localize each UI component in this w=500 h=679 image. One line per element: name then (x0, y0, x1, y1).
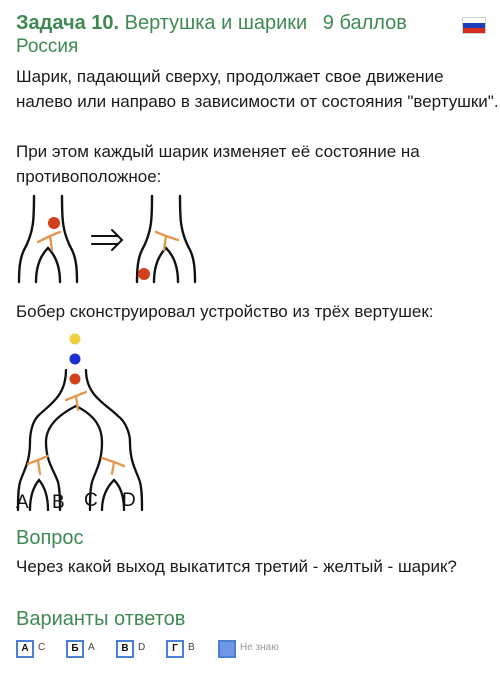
ball-yellow (69, 333, 81, 345)
ball-red-bottom (138, 268, 150, 280)
answer-dont-know-box[interactable] (218, 640, 236, 658)
answer-option-a-label: C (38, 642, 46, 653)
task-rule: При этом каждый шарик изменяет её состоя… (16, 142, 420, 186)
answer-option-a-key[interactable]: А (16, 640, 34, 658)
task-number: Задача 10. (16, 12, 120, 34)
device-spinners (26, 390, 126, 476)
output-label-d: D (122, 490, 136, 511)
device-diagram: A B C D (16, 333, 144, 512)
ball-red (69, 373, 81, 385)
ball-red-top (48, 217, 60, 229)
answers-heading: Варианты ответов (16, 608, 186, 630)
flag-stripe-white (463, 18, 485, 23)
russia-flag-icon (462, 17, 486, 34)
task-description: Шарик, падающий сверху, продолжает свое … (16, 67, 499, 111)
task-name: Вертушка и шарики (124, 12, 308, 34)
arrow-implies-icon (91, 229, 124, 251)
task-points: 9 баллов (322, 12, 407, 34)
output-label-b: B (52, 492, 65, 512)
spinner-transition-diagram (17, 194, 197, 284)
output-label-c: C (84, 490, 98, 511)
answer-dont-know-label: Не знаю (240, 642, 279, 653)
answer-option-c-key[interactable]: В (116, 640, 134, 658)
spinner-right (100, 456, 126, 476)
question-text: Через какой выход выкатится третий - жел… (16, 557, 457, 576)
ball-blue (69, 353, 81, 365)
answer-option-c-label: D (138, 642, 146, 653)
answer-option-b-label: A (88, 642, 95, 653)
device-pipes (16, 368, 144, 512)
spinner-left (26, 454, 50, 476)
answer-option-b-key[interactable]: Б (66, 640, 84, 658)
spinner-after (135, 194, 197, 284)
task-title: Задача 10. Вертушка и шарики 9 баллов (16, 10, 496, 36)
question-heading: Вопрос (16, 527, 84, 549)
output-label-a: A (16, 492, 29, 512)
answer-option-d-label: B (188, 642, 195, 653)
flag-stripe-blue (463, 23, 485, 28)
spinner-before (17, 194, 79, 284)
spinner-top (64, 390, 88, 412)
answer-option-d-key[interactable]: Г (166, 640, 184, 658)
task-country: Россия (16, 36, 79, 57)
device-description: Бобер сконструировал устройство из трёх … (16, 302, 434, 321)
flag-stripe-red (463, 28, 485, 33)
spinner-after-blade (154, 230, 180, 252)
task-header: Задача 10. Вертушка и шарики 9 баллов Ро… (16, 10, 496, 58)
spinner-before-blade (36, 230, 62, 252)
